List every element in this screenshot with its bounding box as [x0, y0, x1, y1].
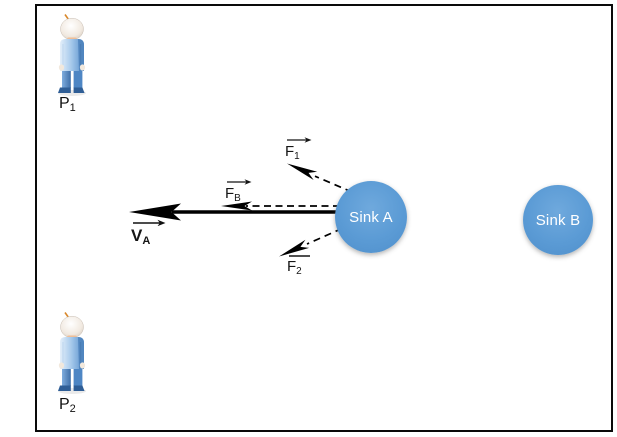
fb-overline-arrow-icon	[227, 179, 252, 185]
sink-a-label: Sink A	[349, 208, 393, 226]
p1-label: P1	[59, 95, 76, 114]
f1-label-text: F1	[285, 143, 300, 162]
fb-vector-label: FB	[225, 176, 252, 204]
f2-vector-label: F2	[287, 252, 312, 277]
person-figure-p1	[57, 13, 87, 97]
va-vector-label: VA	[131, 217, 166, 247]
f1-overline-arrow-icon	[287, 137, 312, 143]
f2-label-text: F2	[287, 258, 302, 277]
sink-b-label: Sink B	[535, 211, 581, 229]
fb-label-text: FB	[225, 185, 241, 204]
va-overline-arrow-icon	[133, 219, 166, 226]
f1-vector-label: F1	[285, 134, 312, 162]
person-figure-p2	[57, 311, 87, 395]
sink-a-node: Sink A	[335, 181, 407, 253]
va-label-text: VA	[131, 226, 151, 247]
p2-label: P2	[59, 396, 76, 415]
sink-b-node: Sink B	[523, 185, 593, 255]
